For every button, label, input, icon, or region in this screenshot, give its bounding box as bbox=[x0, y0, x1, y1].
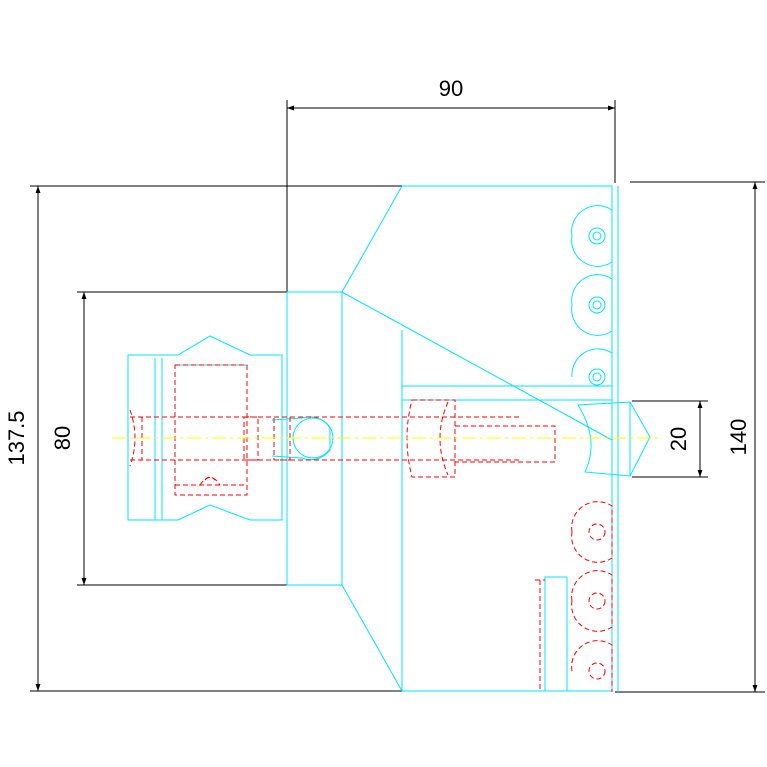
dim-90-label: 90 bbox=[439, 76, 463, 101]
dim-20-label: 20 bbox=[666, 427, 691, 451]
dim-80-label: 80 bbox=[50, 426, 75, 450]
dimension-labels: 90 137.5 80 140 20 bbox=[4, 76, 751, 466]
dimension-lines bbox=[30, 100, 765, 693]
dim-140-label: 140 bbox=[726, 419, 751, 456]
hidden-lines bbox=[129, 364, 613, 692]
body-outline bbox=[127, 185, 651, 692]
dim-137-5-label: 137.5 bbox=[4, 410, 29, 465]
